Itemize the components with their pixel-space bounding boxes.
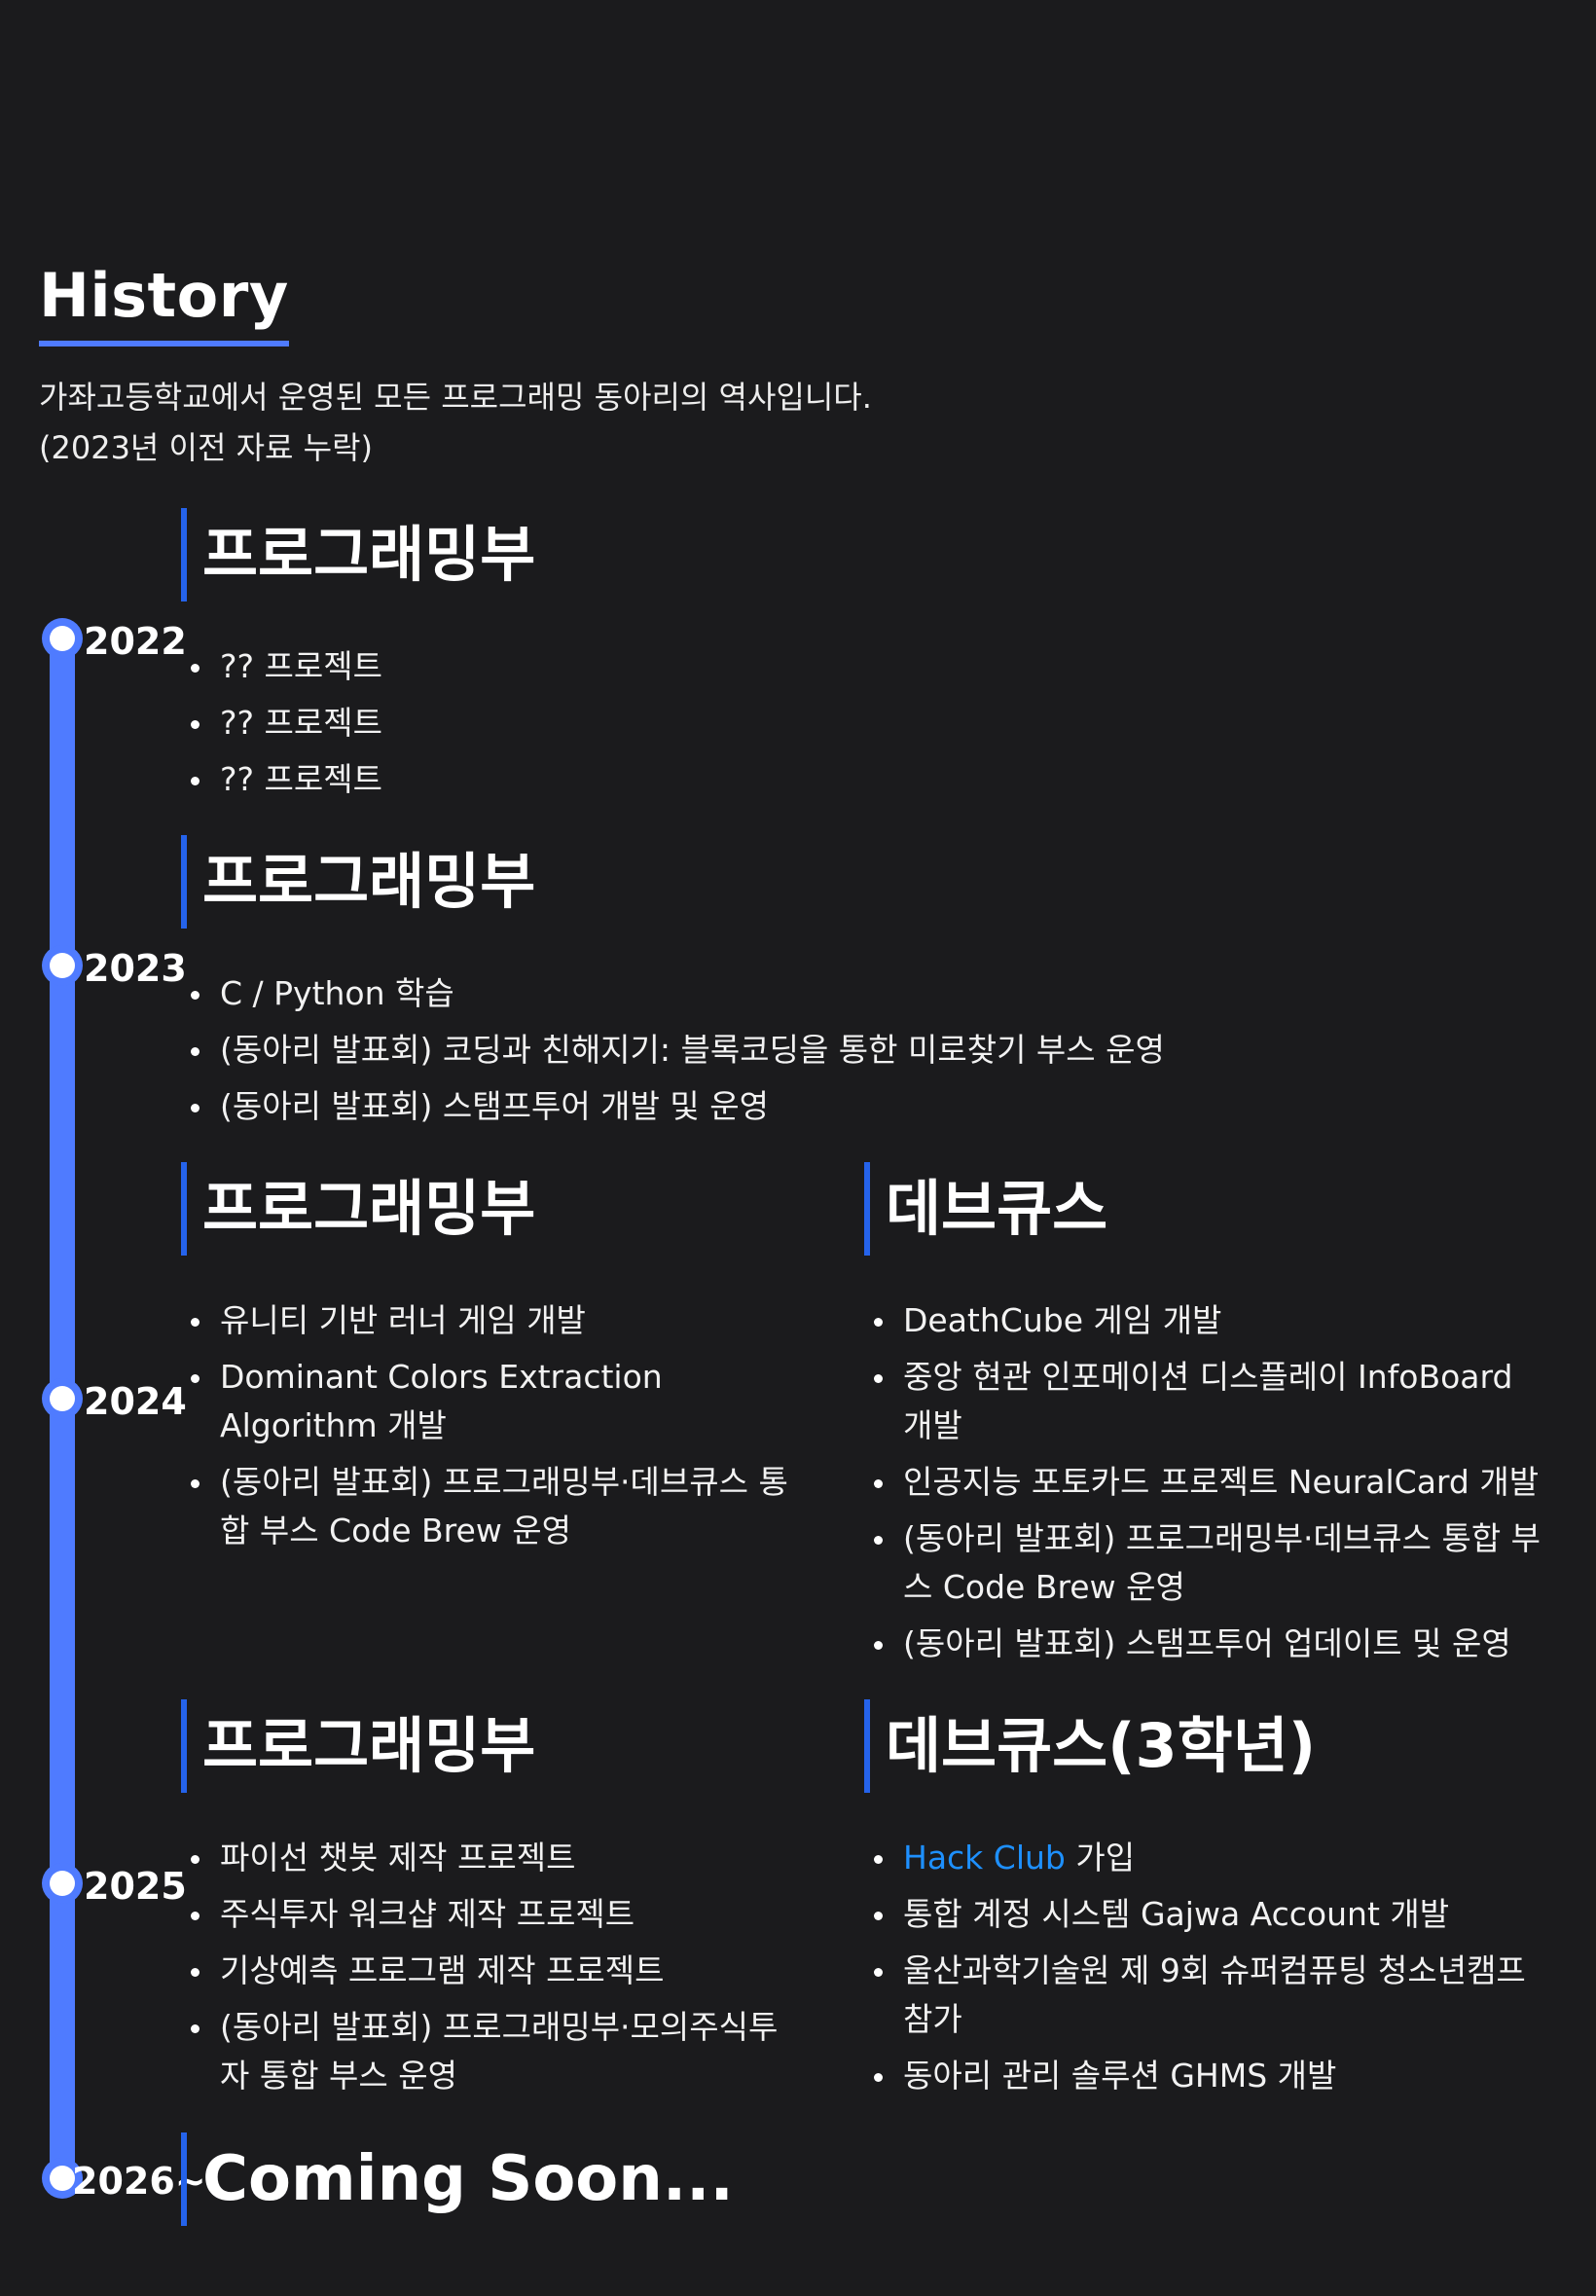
year-label-2025: 2025: [84, 1865, 187, 1908]
list-item: 주식투자 워크샵 제작 프로젝트: [181, 1890, 804, 1939]
timeline-dot-2022: [42, 618, 83, 659]
list-item: (동아리 발표회) 프로그래밍부·데브큐스 통합 부스 Code Brew 운영: [181, 1458, 804, 1555]
list-item: ?? 프로젝트: [181, 642, 804, 691]
timeline-dot-2024: [42, 1378, 83, 1419]
list-item: 기상예측 프로그램 제작 프로젝트: [181, 1947, 804, 1995]
list-item: 동아리 관리 솔루션 GHMS 개발: [864, 2052, 1545, 2100]
club-programming-2022: 프로그래밍부 ?? 프로젝트 ?? 프로젝트 ?? 프로젝트: [181, 508, 804, 812]
list-item: Dominant Colors Extraction Algorithm 개발: [181, 1353, 804, 1450]
history-header: History 가좌고등학교에서 운영된 모든 프로그래밍 동아리의 역사입니다…: [39, 262, 1557, 473]
list-item: 울산과학기술원 제 9회 슈퍼컴퓨팅 청소년캠프 참가: [864, 1947, 1545, 2044]
year-label-2024: 2024: [84, 1380, 187, 1423]
project-list: DeathCube 게임 개발 중앙 현관 인포메이션 디스플레이 InfoBo…: [864, 1296, 1545, 1668]
project-list: C / Python 학습 (동아리 발표회) 코딩과 친해지기: 블록코딩을 …: [181, 969, 1543, 1131]
list-item: (동아리 발표회) 프로그래밍부·모의주식투자 통합 부스 운영: [181, 2003, 804, 2100]
club-programming-2025: 프로그래밍부 파이선 챗봇 제작 프로젝트 주식투자 워크샵 제작 프로젝트 기…: [181, 1699, 804, 2108]
list-item: 통합 계정 시스템 Gajwa Account 개발: [864, 1890, 1545, 1939]
page-description: 가좌고등학교에서 운영된 모든 프로그래밍 동아리의 역사입니다. (2023년…: [39, 372, 1557, 473]
project-list: 유니티 기반 러너 게임 개발 Dominant Colors Extracti…: [181, 1296, 804, 1555]
list-item: DeathCube 게임 개발: [864, 1296, 1545, 1345]
club-title: 프로그래밍부: [181, 508, 804, 601]
club-title: 프로그래밍부: [181, 1699, 804, 1793]
list-item: (동아리 발표회) 스탬프투어 업데이트 및 운영: [864, 1620, 1545, 1668]
club-title: 데브큐스: [864, 1162, 1545, 1256]
club-programming-2023: 프로그래밍부 C / Python 학습 (동아리 발표회) 코딩과 친해지기:…: [181, 835, 1543, 1139]
list-item: (동아리 발표회) 스탬프투어 개발 및 운영: [181, 1082, 1543, 1131]
year-label-2022: 2022: [84, 620, 187, 663]
club-devcues-2025: 데브큐스(3학년) Hack Club 가입 통합 계정 시스템 Gajwa A…: [864, 1699, 1545, 2108]
description-note: (2023년 이전 자료 누락): [39, 429, 374, 467]
timeline-dot-2023: [42, 945, 83, 986]
club-title: 데브큐스(3학년): [864, 1699, 1545, 1793]
timeline-dot-2025: [42, 1863, 83, 1904]
project-list: Hack Club 가입 통합 계정 시스템 Gajwa Account 개발 …: [864, 1834, 1545, 2100]
year-label-2023: 2023: [84, 947, 187, 990]
page-title: History: [39, 262, 289, 347]
list-item: ?? 프로젝트: [181, 755, 804, 804]
club-title: 프로그래밍부: [181, 835, 1543, 929]
club-devcues-2024: 데브큐스 DeathCube 게임 개발 중앙 현관 인포메이션 디스플레이 I…: [864, 1162, 1545, 1676]
description-line: 가좌고등학교에서 운영된 모든 프로그래밍 동아리의 역사입니다.: [39, 379, 872, 417]
list-item: 파이선 챗봇 제작 프로젝트: [181, 1834, 804, 1882]
list-item: 유니티 기반 러너 게임 개발: [181, 1296, 804, 1345]
list-item: 인공지능 포토카드 프로젝트 NeuralCard 개발: [864, 1458, 1545, 1507]
hack-club-link[interactable]: Hack Club: [903, 1839, 1066, 1877]
list-item-text: 가입: [1065, 1839, 1136, 1877]
list-item: C / Python 학습: [181, 969, 1543, 1018]
coming-soon-title: Coming Soon...: [181, 2132, 734, 2226]
timeline-dot-2026: [42, 2158, 83, 2199]
project-list: 파이선 챗봇 제작 프로젝트 주식투자 워크샵 제작 프로젝트 기상예측 프로그…: [181, 1834, 804, 2100]
project-list: ?? 프로젝트 ?? 프로젝트 ?? 프로젝트: [181, 642, 804, 804]
club-programming-2024: 프로그래밍부 유니티 기반 러너 게임 개발 Dominant Colors E…: [181, 1162, 804, 1563]
list-item: 중앙 현관 인포메이션 디스플레이 InfoBoard 개발: [864, 1353, 1545, 1450]
list-item: ?? 프로젝트: [181, 699, 804, 747]
list-item: (동아리 발표회) 코딩과 친해지기: 블록코딩을 통한 미로찾기 부스 운영: [181, 1026, 1543, 1075]
list-item: (동아리 발표회) 프로그래밍부·데브큐스 통합 부스 Code Brew 운영: [864, 1514, 1545, 1612]
club-title: 프로그래밍부: [181, 1162, 804, 1256]
list-item: Hack Club 가입: [864, 1834, 1545, 1882]
